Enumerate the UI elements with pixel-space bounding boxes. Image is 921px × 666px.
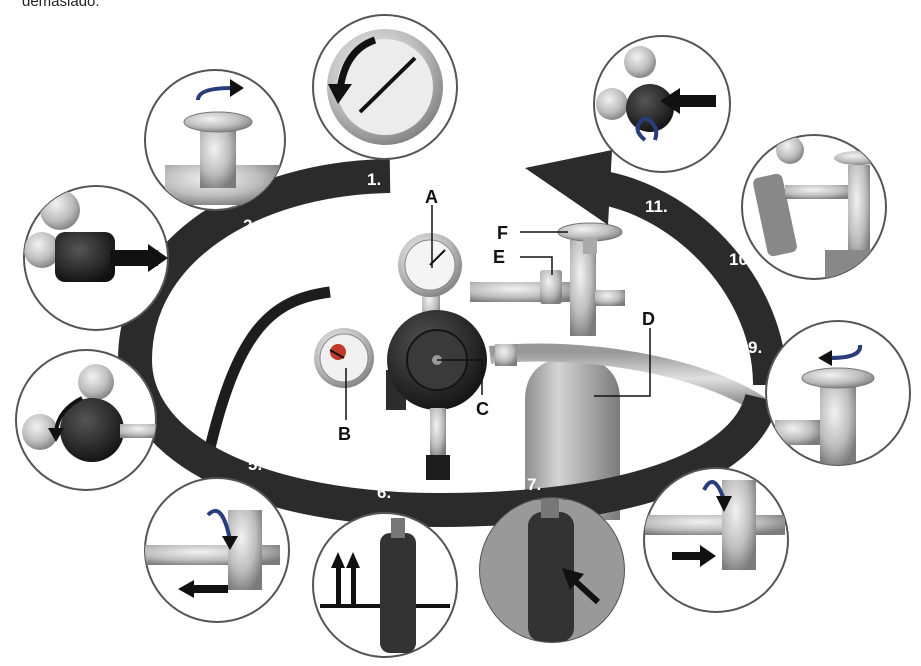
step-9-circle	[765, 320, 911, 466]
part-label-a: A	[425, 187, 438, 207]
sequence-ring	[117, 150, 787, 528]
valve-close-pull-icon	[206, 508, 232, 541]
step-number-8: 8.	[663, 429, 677, 448]
part-label-e: E	[493, 247, 505, 267]
step-5-circle	[144, 477, 290, 623]
valve-handwheel	[557, 222, 623, 254]
central-regulator-assembly	[199, 222, 765, 520]
supply-hose	[489, 343, 765, 413]
step-6-circle	[312, 512, 458, 658]
step-number-9: 9.	[748, 338, 762, 357]
step-number-2: 2.	[243, 216, 257, 235]
step-10-circle	[741, 134, 887, 280]
regulator-rotate-push-icon	[676, 95, 716, 107]
part-label-d: D	[642, 309, 655, 329]
step-3-circle	[23, 185, 169, 331]
ring-arrowhead	[525, 150, 612, 225]
header-text: demasiado.	[22, 0, 100, 10]
step-numbers: 1. 2. 3. 4. 5. 6. 7. 8. 9. 10. 11.	[166, 170, 762, 502]
regulator-push-icon	[110, 250, 158, 266]
cylinder-lift-icon	[331, 552, 360, 605]
step-number-3: 3.	[175, 283, 189, 302]
valve-tighten-push-icon	[702, 480, 726, 501]
gauge-needle-ccw-icon	[328, 84, 352, 104]
low-pressure-gauge	[314, 328, 374, 388]
valve-open-icon	[829, 344, 863, 360]
step-4-circle	[15, 349, 157, 491]
step-number-6: 6.	[377, 483, 391, 502]
step-number-7: 7.	[527, 475, 541, 494]
step-1-circle	[312, 14, 458, 160]
gas-line-hose	[199, 286, 331, 472]
high-pressure-gauge	[398, 233, 462, 325]
step-7-circle	[479, 497, 625, 643]
cylinder-point-icon	[571, 577, 601, 605]
regulator-body	[386, 310, 487, 480]
valve-open-ccw-icon	[196, 86, 233, 101]
part-label-b: B	[338, 424, 351, 444]
valve-body	[570, 240, 596, 336]
part-callouts: A B C D E F	[338, 187, 655, 444]
coupling-nut	[540, 270, 562, 304]
step-number-10: 10.	[729, 250, 753, 269]
step-number-1: 1.	[367, 170, 381, 189]
step-number-11: 11.	[645, 197, 668, 216]
part-label-f: F	[497, 223, 508, 243]
step-11-circle	[593, 35, 731, 173]
step-2-circle	[144, 69, 286, 211]
part-label-c: C	[476, 399, 489, 419]
step-number-4: 4.	[166, 375, 180, 394]
step-8-circle	[643, 467, 789, 613]
connection-pipe	[470, 282, 580, 302]
step-number-5: 5.	[248, 455, 262, 474]
